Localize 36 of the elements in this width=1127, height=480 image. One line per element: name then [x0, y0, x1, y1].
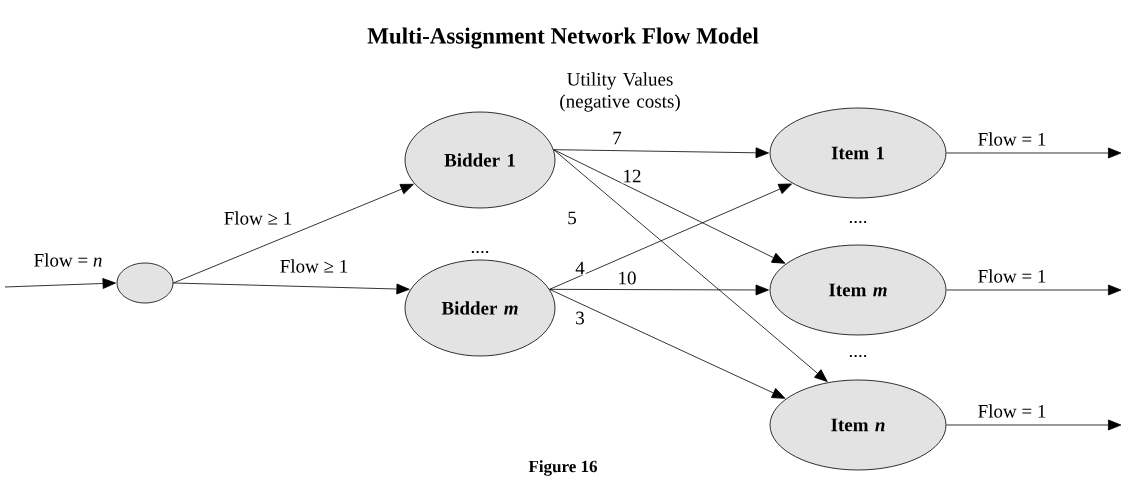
caption: Figure 16 [528, 460, 598, 476]
arrow [553, 149, 786, 264]
arrow [549, 183, 792, 290]
arrow [946, 419, 1122, 431]
ellipse-node: Item 1 [769, 107, 947, 199]
arrow [549, 288, 786, 399]
edge-label: 7 [611, 130, 623, 146]
ellipse-node: Item n [769, 379, 947, 471]
edge-label: Flow = 1 [976, 403, 1048, 419]
edge-label: 10 [616, 270, 638, 286]
edge-label: Flow = 1 [976, 268, 1048, 284]
arrow [553, 149, 828, 382]
edge-label: Flow = 1 [976, 131, 1048, 147]
edge-label: Flow = n [32, 252, 104, 268]
ellipsis: .... [849, 220, 867, 224]
edge-label: 12 [621, 168, 643, 184]
edge-label: Flow ≥ 1 [222, 210, 294, 226]
ellipse-node: Bidder m [404, 259, 556, 357]
arrow [4, 278, 116, 289]
edge-label: Flow ≥ 1 [278, 258, 350, 274]
edge-label: 5 [566, 210, 578, 226]
arrow [553, 147, 769, 159]
arrow [549, 284, 769, 296]
ellipse-node [116, 262, 174, 304]
arrow [173, 183, 414, 284]
arrow [173, 282, 410, 295]
annotation: Utility Values (negative costs) [560, 72, 680, 112]
ellipsis: .... [471, 250, 489, 254]
title: Multi-Assignment Network Flow Model [367, 27, 759, 49]
edge-label: 3 [574, 310, 586, 326]
arrow [946, 147, 1122, 159]
ellipsis: .... [849, 354, 867, 358]
ellipse-node: Bidder 1 [404, 111, 556, 209]
edge-label: 4 [574, 260, 586, 276]
ellipse-node: Item m [769, 244, 947, 336]
arrow [946, 284, 1122, 296]
